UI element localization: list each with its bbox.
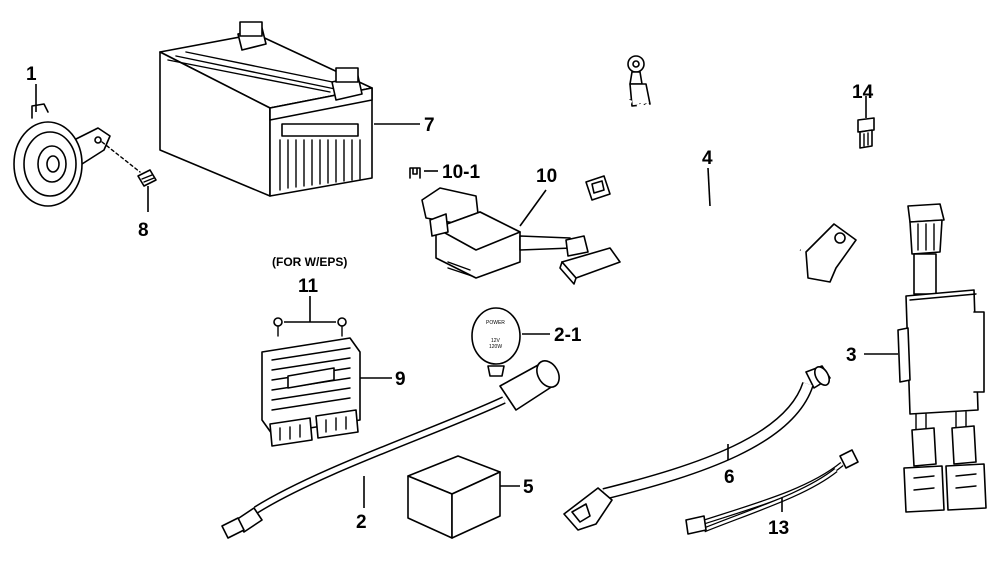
relay-module-part — [897, 203, 987, 513]
socket-volt-text: 12V — [491, 338, 501, 344]
ground-cable-part — [585, 55, 857, 283]
callout-4: 4 — [702, 148, 713, 169]
callout-1: 1 — [26, 64, 37, 85]
leader-4 — [707, 167, 711, 207]
callout-8: 8 — [138, 220, 149, 241]
small-harness-part — [685, 449, 859, 535]
battery-cable-part — [563, 365, 831, 531]
leader-10 — [519, 189, 547, 227]
regulator-part — [261, 337, 361, 447]
clip-part — [409, 167, 421, 179]
leader-11 — [284, 296, 336, 323]
screw-part — [101, 141, 157, 187]
callout-7: 7 — [424, 115, 435, 136]
socket-power-text: POWER — [486, 320, 505, 326]
callout-11: 11 — [298, 276, 319, 297]
power-socket-cable-part — [221, 360, 560, 539]
callout-10-1: 10-1 — [442, 162, 480, 183]
callout-13: 13 — [768, 518, 789, 539]
socket-watt-text: 120W — [489, 344, 502, 350]
rubber-block-part — [407, 455, 501, 539]
callout-10: 10 — [536, 166, 557, 187]
callout-9: 9 — [395, 369, 406, 390]
callout-6: 6 — [724, 467, 735, 488]
callout-2: 2 — [356, 512, 367, 533]
fuse-part — [857, 117, 875, 149]
starter-relay-part — [421, 187, 621, 285]
horn-part — [13, 103, 111, 207]
callout-14: 14 — [852, 82, 874, 103]
power-socket-cap-part: POWER 12V 120W — [471, 307, 521, 377]
callout-5: 5 — [523, 477, 534, 498]
callout-2-1: 2-1 — [554, 325, 582, 346]
bolts-part — [273, 317, 347, 337]
battery-part — [159, 21, 373, 197]
callout-3: 3 — [846, 345, 857, 366]
eps-note: (FOR W/EPS) — [272, 255, 347, 269]
